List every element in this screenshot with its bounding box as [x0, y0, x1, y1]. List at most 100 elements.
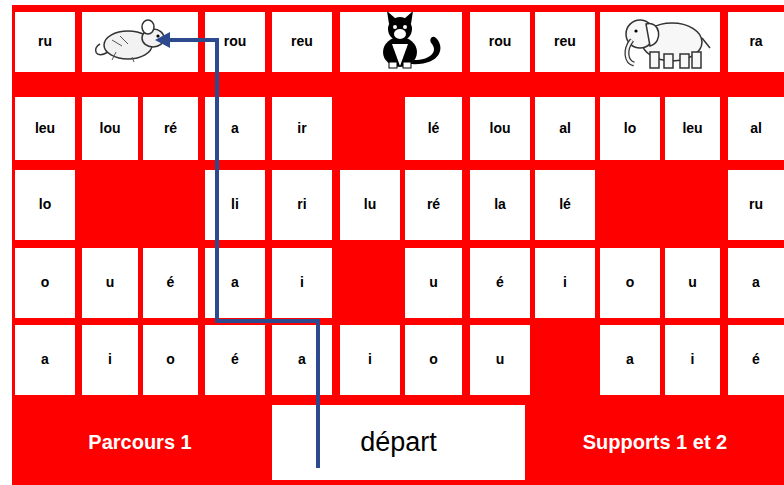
syllable-text: ré — [164, 121, 177, 136]
syllable-cell: a — [600, 325, 660, 395]
syllable-cell: a — [15, 325, 75, 395]
syllable-cell: é — [470, 248, 530, 318]
syllable-cell: ré — [143, 97, 198, 160]
syllable-text: é — [496, 275, 504, 290]
syllable-cell: a — [728, 248, 784, 318]
syllable-text: i — [300, 275, 304, 290]
board-label: Parcours 1 — [88, 431, 191, 454]
syllable-text: ru — [38, 34, 52, 49]
syllable-cell: u — [470, 325, 530, 395]
syllable-text: leu — [35, 121, 55, 136]
syllable-cell: o — [143, 325, 198, 395]
syllable-text: lo — [39, 197, 51, 212]
syllable-text: a — [231, 121, 239, 136]
syllable-text: u — [688, 275, 697, 290]
syllable-cell: ru — [728, 170, 784, 240]
cat-picture — [340, 11, 462, 72]
syllable-text: i — [108, 352, 112, 367]
syllable-cell: reu — [272, 12, 332, 72]
syllable-text: u — [496, 352, 505, 367]
syllable-text: ir — [297, 121, 306, 136]
syllable-text: o — [41, 275, 50, 290]
syllable-text: li — [231, 197, 239, 212]
syllable-text: lou — [100, 121, 121, 136]
syllable-cell: é — [205, 325, 265, 395]
syllable-text: rou — [224, 34, 247, 49]
syllable-text: a — [298, 352, 306, 367]
elephant-picture — [600, 12, 720, 72]
syllable-cell: lou — [470, 97, 530, 160]
start-label: départ — [360, 428, 437, 458]
syllable-text: ru — [749, 197, 763, 212]
syllable-text: lo — [624, 121, 636, 136]
syllable-cell: ir — [272, 97, 332, 160]
syllable-cell: la — [470, 170, 530, 240]
board-label: Supports 1 et 2 — [583, 431, 727, 454]
mouse-picture — [82, 12, 198, 72]
syllable-cell: ra — [728, 12, 784, 72]
syllable-cell: leu — [15, 97, 75, 160]
syllable-text: i — [691, 352, 695, 367]
syllable-cell: rou — [470, 12, 530, 72]
syllable-text: i — [368, 352, 372, 367]
syllable-text: reu — [291, 34, 313, 49]
syllable-cell: o — [405, 325, 462, 395]
syllable-cell: li — [205, 170, 265, 240]
syllable-cell: rou — [205, 12, 265, 72]
syllable-text: lé — [428, 121, 440, 136]
syllable-text: reu — [554, 34, 576, 49]
syllable-text: ra — [749, 34, 762, 49]
syllable-text: o — [166, 352, 175, 367]
syllable-cell: i — [82, 325, 138, 395]
syllable-cell: ré — [405, 170, 462, 240]
syllable-cell: reu — [535, 12, 595, 72]
syllable-text: al — [559, 121, 571, 136]
syllable-text: é — [752, 352, 760, 367]
syllable-text: o — [626, 275, 635, 290]
syllable-cell: lo — [15, 170, 75, 240]
syllable-text: ri — [297, 197, 306, 212]
syllable-text: a — [752, 275, 760, 290]
syllable-cell: lu — [340, 170, 400, 240]
syllable-cell: al — [535, 97, 595, 160]
syllable-cell: a — [205, 97, 265, 160]
syllable-cell: lé — [405, 97, 462, 160]
syllable-cell: ri — [272, 170, 332, 240]
syllable-cell: i — [340, 325, 400, 395]
syllable-text: la — [494, 197, 506, 212]
syllable-cell: a — [205, 248, 265, 318]
syllable-cell: é — [143, 248, 198, 318]
syllable-cell: u — [665, 248, 720, 318]
syllable-text: é — [167, 275, 175, 290]
syllable-text: ré — [427, 197, 440, 212]
syllable-cell: lé — [535, 170, 595, 240]
syllable-cell: u — [405, 248, 462, 318]
syllable-text: u — [106, 275, 115, 290]
syllable-text: a — [626, 352, 634, 367]
syllable-cell: o — [15, 248, 75, 318]
syllable-text: a — [41, 352, 49, 367]
syllable-cell: o — [600, 248, 660, 318]
route-line — [168, 40, 318, 468]
syllable-cell: i — [665, 325, 720, 395]
syllable-text: o — [429, 352, 438, 367]
syllable-text: é — [231, 352, 239, 367]
syllable-text: rou — [489, 34, 512, 49]
route-arrowhead — [155, 32, 170, 48]
syllable-cell: é — [728, 325, 784, 395]
syllable-text: leu — [682, 121, 702, 136]
syllable-cell: lo — [600, 97, 660, 160]
syllable-text: a — [231, 275, 239, 290]
start-box: départ — [272, 405, 525, 480]
red-ground — [12, 5, 784, 485]
syllable-cell: u — [82, 248, 138, 318]
syllable-cell: i — [272, 248, 332, 318]
syllable-text: lé — [559, 197, 571, 212]
syllable-cell: a — [272, 325, 332, 395]
syllable-text: al — [750, 121, 762, 136]
syllable-text: i — [563, 275, 567, 290]
syllable-text: lou — [490, 121, 511, 136]
